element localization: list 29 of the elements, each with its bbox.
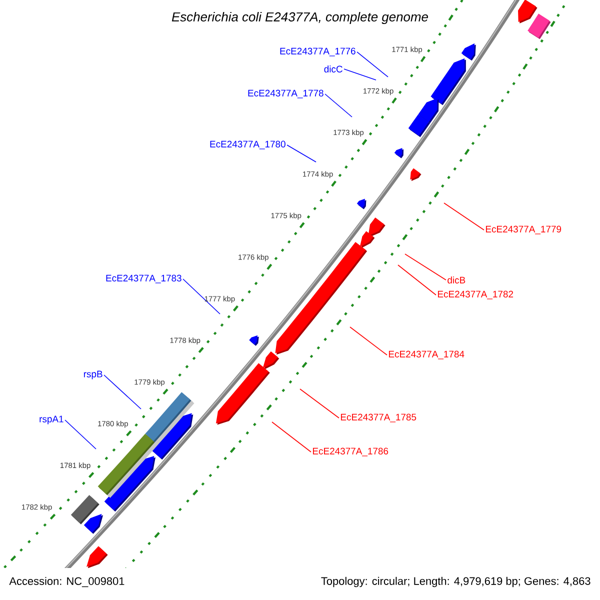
gene-label: dicC xyxy=(324,66,342,72)
gene-label: EcE24377A_1785 xyxy=(340,414,416,422)
leader-line xyxy=(182,278,220,314)
leader-line xyxy=(398,264,436,296)
footer-text: Accession: NC_009801 xyxy=(9,576,124,588)
gene-label: rspA1 xyxy=(40,416,64,424)
leader-line xyxy=(272,422,312,452)
title: Escherichia coli E24377A, complete genome xyxy=(172,12,428,24)
gene-label: EcE24377A_1784 xyxy=(388,350,464,360)
leader-line xyxy=(300,388,340,418)
gene-label: EcE24377A_1778 xyxy=(248,90,324,98)
footer-text: Topology: circular; Length: 4,979,619 bp; Genes: 4,863 xyxy=(321,576,590,588)
leader-line xyxy=(350,326,388,356)
gene-label: EcE24377A_1780 xyxy=(210,140,286,150)
gene-label: EcE24377A_1786 xyxy=(312,448,388,456)
gene-label: EcE24377A_1782 xyxy=(438,290,514,300)
leader-line xyxy=(356,52,388,78)
leader-line xyxy=(444,202,484,230)
gene-label: dicB xyxy=(448,276,466,284)
leader-line xyxy=(64,420,96,450)
gene-label: EcE24377A_1783 xyxy=(106,274,182,284)
gene-label: EcE24377A_1779 xyxy=(486,226,562,234)
leader-line xyxy=(404,254,446,280)
leader-line xyxy=(104,374,142,410)
gene-label: rspB xyxy=(84,370,102,380)
leader-line xyxy=(344,68,376,80)
leader-line xyxy=(324,94,352,118)
gene-label: EcE24377A_1776 xyxy=(280,48,356,56)
leader-line xyxy=(286,144,316,162)
